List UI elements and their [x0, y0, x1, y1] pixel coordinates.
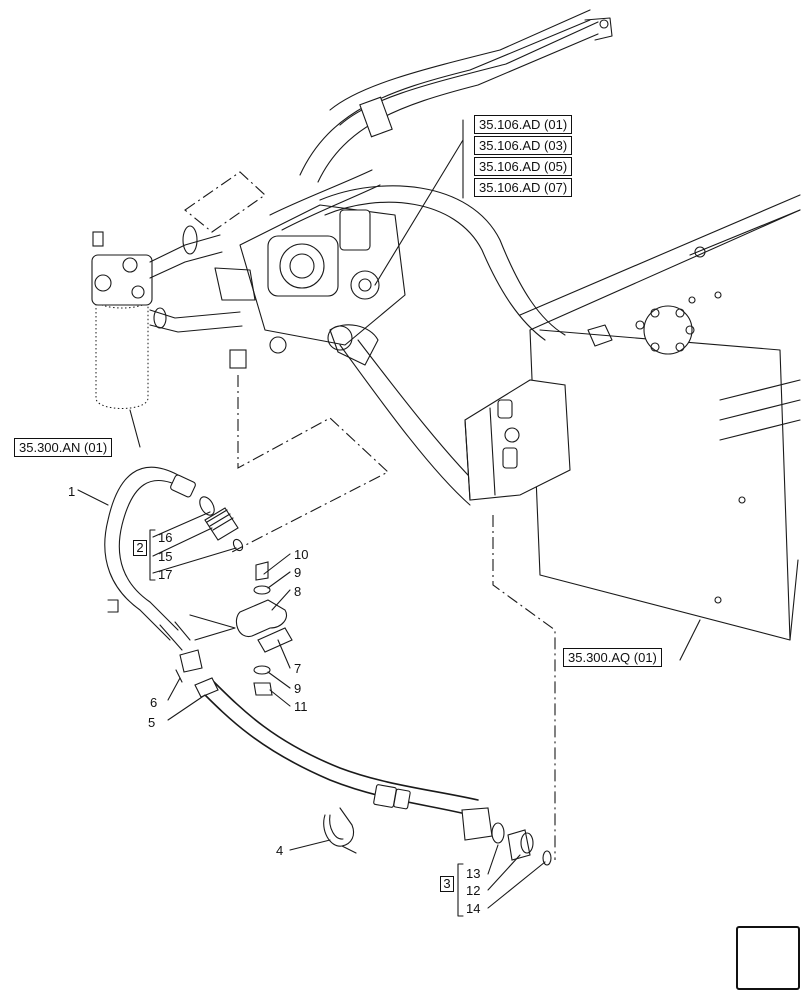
ref-35-300-an-01[interactable]: 35.300.AN (01): [14, 438, 113, 457]
callout-12: 12: [466, 883, 480, 898]
callout-numbers: 1 4 5 6 7 8 9 9 10 11 12 13 14 15 16 17: [68, 484, 480, 916]
filter-assembly: [91, 225, 243, 409]
callout-17: 17: [158, 567, 172, 582]
pump-assembly: [184, 171, 406, 369]
leader-dash-a: [231, 375, 389, 553]
ref-35-106-ad-03[interactable]: 35.106.AD (03): [474, 136, 573, 155]
callout-11: 11: [294, 699, 308, 714]
main-hose: [319, 185, 566, 506]
fitting-12-13-14: [491, 822, 552, 866]
callout-15: 15: [158, 549, 172, 564]
ref-35-300-aq-01[interactable]: 35.300.AQ (01): [563, 648, 662, 667]
callout-16: 16: [158, 530, 172, 545]
callout-6: 6: [150, 695, 157, 710]
ref-35-106-ad-07[interactable]: 35.106.AD (07): [474, 178, 573, 197]
group-2-label: 2: [133, 540, 147, 556]
callout-8: 8: [294, 584, 301, 599]
callout-13: 13: [466, 866, 480, 881]
callout-10: 10: [294, 547, 308, 562]
callout-7: 7: [294, 661, 301, 676]
callout-9a: 9: [294, 565, 301, 580]
callout-9b: 9: [294, 681, 301, 696]
callout-4: 4: [276, 843, 283, 858]
callout-leaders: [77, 489, 546, 909]
clamp-stack-7-11: [189, 561, 293, 696]
group-2-bracket: [149, 529, 156, 581]
ref-35-106-ad-05[interactable]: 35.106.AD (05): [474, 157, 573, 176]
group-3-bracket: [457, 863, 464, 917]
leader-aq01: [679, 619, 701, 661]
callout-14: 14: [466, 901, 480, 916]
fitting-15-16-17: [199, 496, 244, 552]
upper-hydraulic-lines: [269, 9, 613, 231]
next-page-button[interactable]: [736, 926, 800, 990]
leader-an01: [129, 409, 141, 448]
part-1-steel-line: [104, 466, 196, 651]
part-4-clip: [323, 807, 357, 854]
callout-1: 1: [68, 484, 75, 499]
ref-35-106-ad-01[interactable]: 35.106.AD (01): [474, 115, 573, 134]
part-5-hose: [194, 677, 493, 841]
group-3-label: 3: [440, 876, 454, 892]
frame-tank: [464, 194, 801, 860]
callout-5: 5: [148, 715, 155, 730]
fitting-6: [175, 649, 203, 683]
leader-ad: [374, 139, 464, 286]
